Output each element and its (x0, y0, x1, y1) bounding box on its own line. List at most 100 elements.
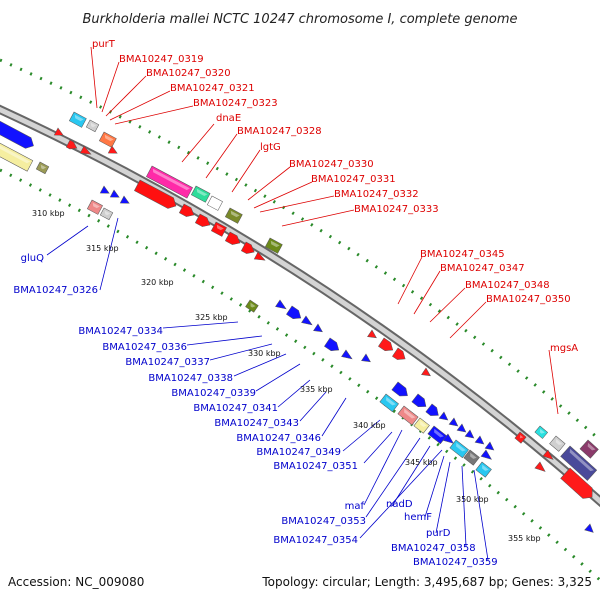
gene-shape (85, 119, 100, 133)
gene-highlight (40, 164, 47, 170)
bottom-gene-label: BMA10247_0336 (102, 342, 187, 353)
gene-highlight (152, 168, 190, 191)
gene-feature (448, 417, 459, 427)
gene-feature (427, 425, 447, 445)
scale-label: 335 kbp (300, 385, 333, 394)
gene-highlight (90, 122, 97, 128)
leader-line-top (90, 46, 98, 109)
gene-shape (463, 449, 480, 466)
leader-line-bottom (233, 353, 287, 377)
gene-shape (53, 127, 64, 136)
gene-feature (301, 315, 313, 326)
gene-shape (442, 433, 454, 444)
gene-shape (86, 199, 103, 215)
gene-shape (448, 417, 459, 427)
bottom-gene-label: BMA10247_0351 (273, 461, 358, 472)
gene-shape (107, 145, 118, 154)
top-gene-label: BMA10247_0323 (193, 98, 278, 109)
top-gene-label: BMA10247_0345 (420, 249, 505, 260)
gene-highlight (104, 134, 114, 142)
gene-shape (65, 139, 78, 150)
gene-highlight (519, 434, 524, 439)
leader-line-bottom (359, 449, 443, 539)
scale-label: 340 kbp (353, 421, 386, 430)
gene-feature (65, 139, 78, 150)
leader-line-bottom (162, 321, 239, 329)
gene-shape (534, 461, 546, 472)
gene-feature (0, 139, 34, 172)
gene-highlight (74, 114, 84, 122)
gene-feature (514, 431, 527, 444)
gene-feature (474, 435, 485, 445)
bottom-gene-label: maf (345, 501, 365, 512)
map-title: Burkholderia mallei NCTC 10247 chromosom… (82, 12, 517, 27)
leader-line-bottom (209, 343, 273, 361)
gene-feature (190, 185, 211, 203)
gene-shape (579, 439, 599, 459)
gene-shape (0, 139, 34, 172)
gene-highlight (539, 428, 545, 434)
bottom-gene-label: BMA10247_0339 (171, 388, 256, 399)
gene-feature (534, 425, 549, 439)
bottom-gene-label: BMA10247_0341 (193, 403, 278, 414)
gene-shape (361, 353, 371, 363)
leader-line-bottom (365, 437, 421, 518)
gene-shape (313, 323, 323, 333)
top-gene-label: BMA10247_0350 (486, 294, 571, 305)
gene-highlight (470, 452, 477, 459)
gene-shape (474, 435, 485, 445)
leader-line-top (259, 195, 335, 213)
gene-shape (324, 337, 340, 352)
top-strand-labels: purTBMA10247_0319BMA10247_0320BMA10247_0… (92, 39, 578, 354)
gene-feature (463, 449, 480, 466)
gene-feature (425, 403, 439, 416)
gene-shape (514, 431, 527, 444)
bottom-gene-label: gluQ (21, 253, 44, 264)
gene-feature (194, 213, 211, 227)
gene-shape (413, 417, 430, 434)
leader-line-top (105, 75, 147, 117)
leader-line-bottom (424, 455, 445, 518)
leader-line-bottom (435, 461, 451, 534)
gene-feature (456, 423, 467, 433)
leader-line-top (253, 181, 313, 209)
gene-feature (378, 337, 394, 352)
scale-label: 330 kbp (248, 349, 281, 358)
gene-feature (264, 237, 283, 254)
gene-feature (324, 337, 340, 352)
gene-shape (560, 467, 593, 499)
bottom-gene-label: BMA10247_0359 (413, 557, 498, 568)
gene-shape (194, 213, 211, 227)
scale-label: 315 kbp (86, 244, 119, 253)
gene-feature (361, 353, 371, 363)
leader-line-bottom (363, 429, 403, 506)
gene-feature (413, 417, 430, 434)
gene-shape (449, 439, 469, 459)
gene-feature (253, 251, 266, 261)
leader-line-top (413, 270, 441, 315)
gene-feature (542, 449, 554, 460)
leader-line-bottom (321, 397, 347, 437)
leader-line-top (231, 149, 261, 193)
gene-shape (134, 179, 177, 209)
gene-shape (341, 349, 353, 360)
gene-highlight (216, 224, 224, 231)
gene-shape (68, 111, 87, 128)
gene-feature (109, 189, 120, 198)
top-gene-label: BMA10247_0330 (289, 159, 374, 170)
gene-feature (379, 393, 399, 413)
gene-feature (134, 179, 177, 209)
gene-highlight (569, 448, 594, 472)
gene-shape (224, 207, 243, 224)
gene-feature (421, 367, 431, 377)
bottom-gene-label: BMA10247_0353 (281, 516, 366, 527)
gene-shape (456, 423, 467, 433)
gene-feature (313, 323, 323, 333)
gene-shape (560, 445, 598, 481)
leader-line-bottom (342, 419, 381, 452)
top-gene-label: dnaE (216, 113, 241, 124)
gene-feature (367, 329, 377, 339)
gene-feature (579, 439, 599, 459)
leader-line-bottom (461, 465, 467, 547)
